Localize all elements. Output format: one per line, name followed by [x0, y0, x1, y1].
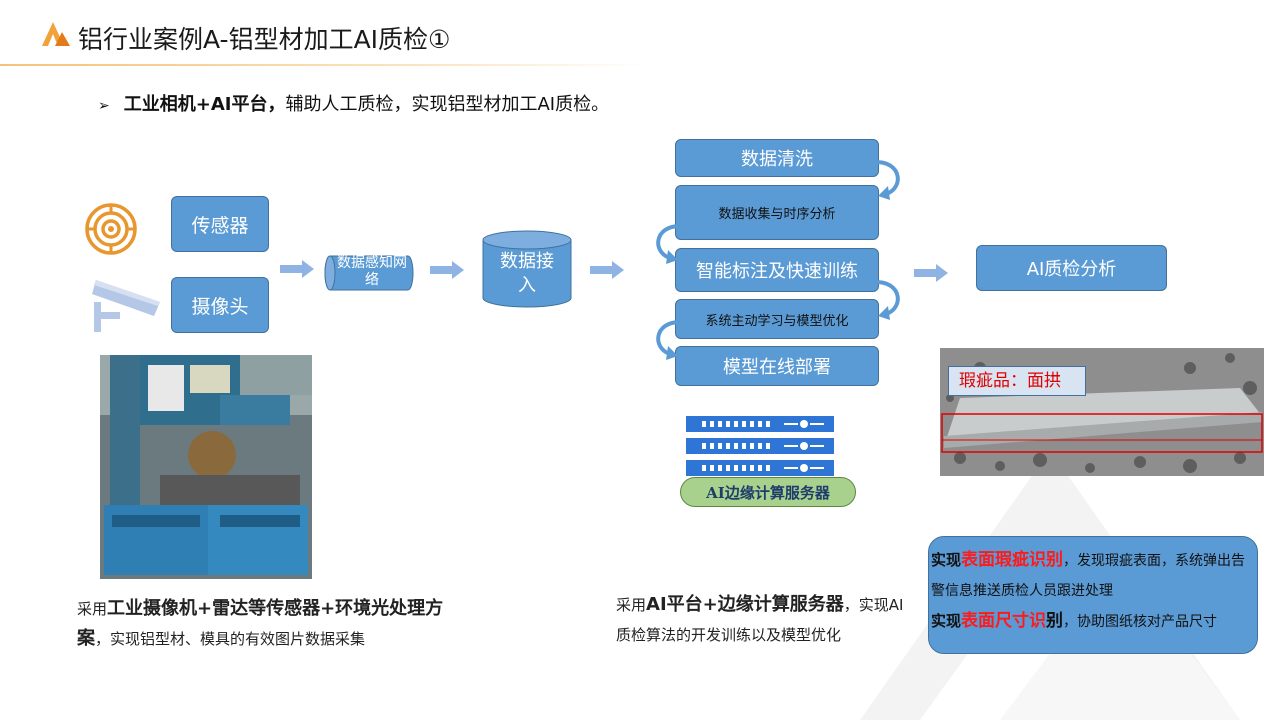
info-line2-lead: 实现 [931, 612, 962, 630]
arrow-right-icon [914, 264, 948, 282]
info-line-size: 实现表面尺寸识别，协助图纸核对产品尺寸 [931, 606, 1253, 637]
company-logo-icon [42, 22, 70, 46]
step-data-cleaning: 数据清洗 [675, 139, 879, 177]
step-active-learning: 系统主动学习与模型优化 [675, 299, 879, 339]
network-cylinder-shape [324, 255, 414, 291]
factory-photo [100, 355, 312, 579]
bullet-arrow-icon: ➢ [98, 98, 110, 114]
curved-arrow-icon [875, 280, 900, 320]
edge-server-label: AI边缘计算服务器 [680, 477, 856, 507]
info-line1-highlight: 表面瑕疵识别 [961, 550, 1064, 570]
defect-label: 瑕疵品：面拱 [948, 366, 1086, 396]
ai-analysis-box: AI质检分析 [976, 245, 1167, 291]
info-line1-lead: 实现 [931, 551, 962, 569]
ingest-cylinder-shape [482, 230, 572, 308]
info-line2-tail: 别 [1046, 611, 1064, 631]
page-title: 铝行业案例A-铝型材加工AI质检① [78, 25, 451, 54]
camera-box: 摄像头 [171, 277, 269, 333]
ingest-label: 数据接入 [500, 251, 554, 296]
middle-caption-bold: AI平台+边缘计算服务器 [646, 594, 844, 615]
intro-bold: 工业相机+AI平台， [123, 94, 286, 115]
curved-arrow-icon [656, 224, 681, 264]
intro-bullet: ➢ 工业相机+AI平台，辅助人工质检，实现铝型材加工AI质检。 [98, 90, 609, 116]
surveillance-camera-icon [92, 280, 160, 332]
left-caption-rest: ，实现铝型材、模具的有效图片数据采集 [95, 630, 366, 648]
step-data-collection: 数据收集与时序分析 [675, 185, 879, 240]
defect-photo [940, 348, 1264, 476]
step-model-deployment: 模型在线部署 [675, 346, 879, 386]
sensor-box: 传感器 [171, 196, 269, 252]
info-line-defect: 实现表面瑕疵识别，发现瑕疵表面，系统弹出告警信息推送质检人员跟进处理 [931, 545, 1253, 606]
arrow-right-icon [280, 260, 314, 278]
curved-arrow-icon [656, 320, 681, 360]
network-label: 数据感知网络 [337, 255, 407, 288]
info-line1-rest: ，发现瑕疵表面，系统弹出告警信息推送质检人员跟进处理 [931, 553, 1246, 599]
recognition-info-box: 实现表面瑕疵识别，发现瑕疵表面，系统弹出告警信息推送质检人员跟进处理 实现表面尺… [928, 536, 1258, 654]
middle-caption-rest: ，实现AI质检算法的开发训练以及模型优化 [616, 596, 904, 644]
left-caption-bold: 工业摄像机+雷达等传感器+环境光处理方案 [77, 598, 444, 649]
arrow-right-icon [590, 261, 624, 279]
info-line2-rest: ，协助图纸核对产品尺寸 [1063, 614, 1218, 630]
header-divider [0, 64, 650, 66]
arrow-right-icon [430, 261, 464, 279]
sensor-icon [85, 203, 137, 255]
curved-arrow-icon [875, 160, 900, 200]
step-annotation-training: 智能标注及快速训练 [675, 248, 879, 292]
intro-text: 辅助人工质检，实现铝型材加工AI质检。 [285, 94, 610, 115]
left-caption: 采用工业摄像机+雷达等传感器+环境光处理方案，实现铝型材、模具的有效图片数据采集 [77, 594, 457, 654]
middle-caption-prefix: 采用 [616, 596, 647, 614]
middle-caption: 采用AI平台+边缘计算服务器，实现AI质检算法的开发训练以及模型优化 [616, 590, 916, 650]
info-line2-highlight: 表面尺寸识 [961, 611, 1047, 631]
left-caption-prefix: 采用 [77, 600, 108, 618]
server-rack-icon [686, 416, 834, 476]
